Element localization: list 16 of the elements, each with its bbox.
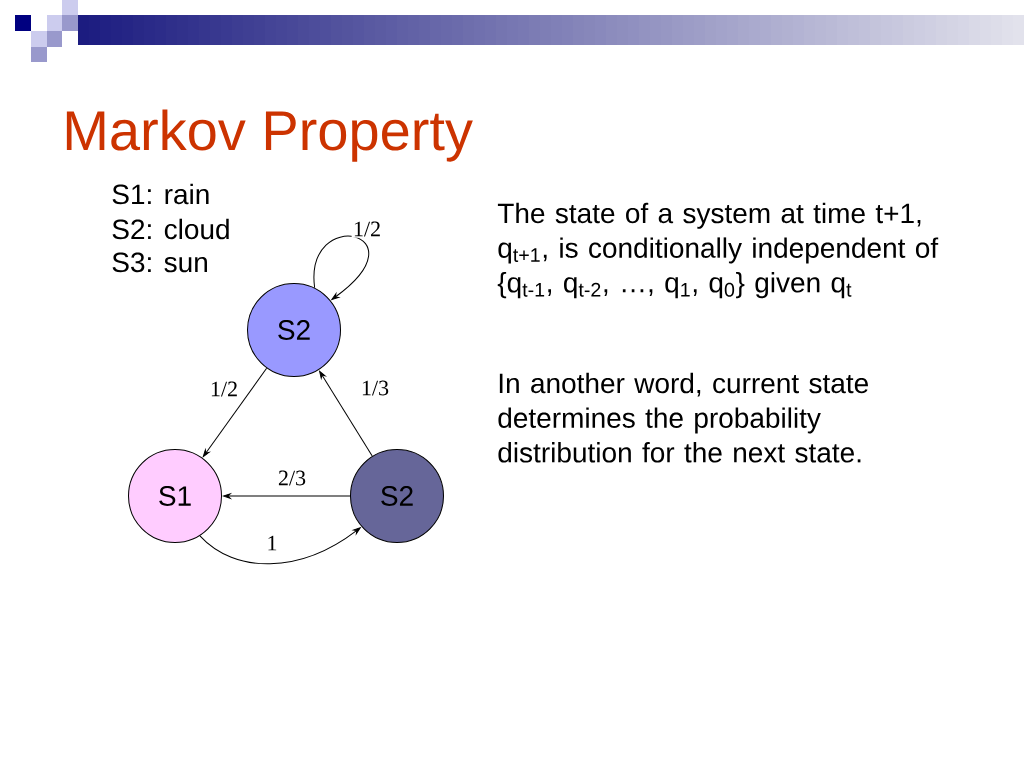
edge-label: 1 (265, 534, 279, 552)
arrow (202, 367, 268, 458)
paragraph: The state of a system at time t+1, q$_{t+1}$, is conditionally independent of {q$_{t-1}$, q$_{t-2}$, …, q$_{1}$, q$_{0}$} given q$_{t}$ (497, 202, 939, 299)
arrow (319, 370, 373, 457)
paragraph: In another word, current state determines the probability distribution for the next state. (498, 372, 868, 463)
key-text: S3: sun (112, 252, 207, 273)
arrow (199, 527, 361, 565)
key-text: S2: cloud (112, 218, 229, 240)
edge-label: 2/3 (276, 469, 308, 487)
key-text: S1: rain (112, 183, 209, 205)
edge-label: 1/2 (351, 220, 383, 238)
edge-label: 1/2 (208, 380, 240, 398)
edge-label: 1/3 (359, 379, 391, 397)
loop-arrow (314, 235, 370, 300)
arrow (223, 493, 351, 499)
slide-title: Markov Property (66, 109, 473, 162)
